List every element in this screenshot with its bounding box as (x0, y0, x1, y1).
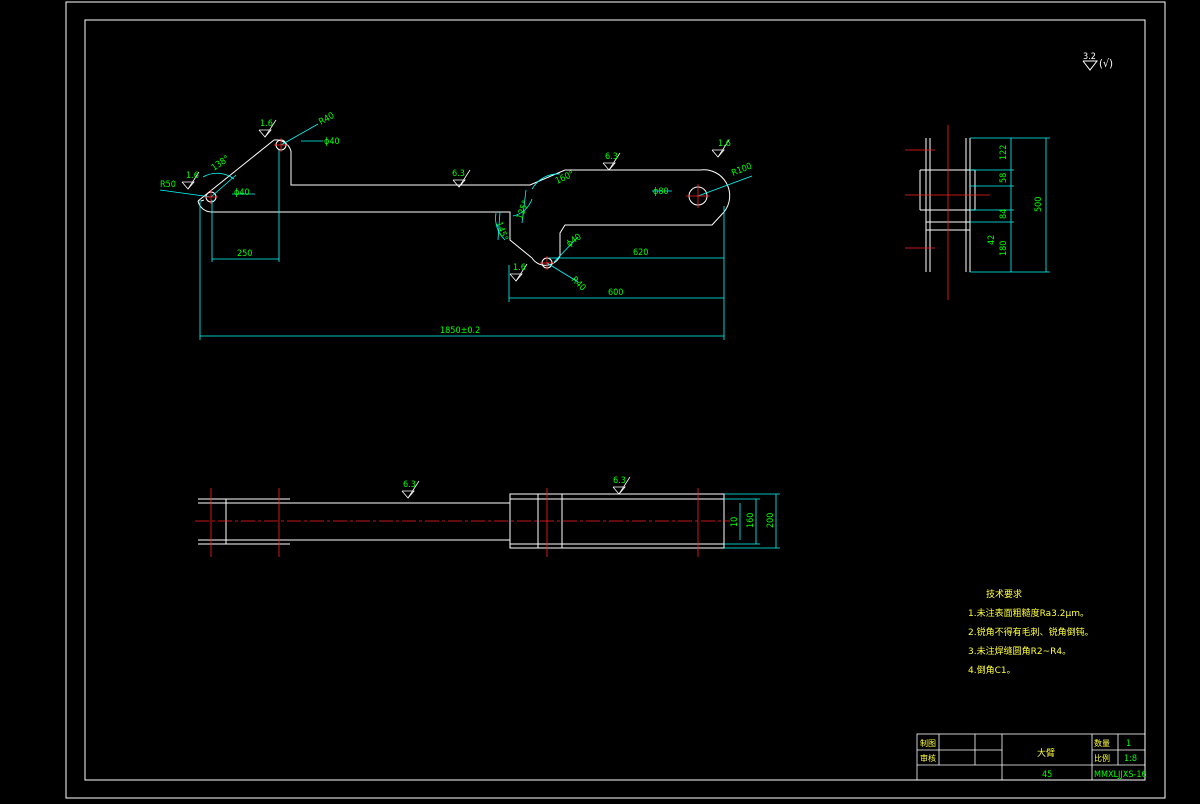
side-labels: 122 58 84 42 180 500 (987, 145, 1044, 256)
dimension-label: 160 (746, 513, 756, 528)
roughness-label: 1.6 (718, 139, 731, 149)
roughness-label: 6.3 (613, 476, 626, 486)
roughness-label: 1.6 (186, 171, 199, 181)
side-centerlines (905, 125, 990, 300)
dimension-label: 10 (730, 517, 740, 527)
note-item: 4.倒角C1。 (968, 666, 1016, 676)
radius-label: R40 (318, 111, 337, 128)
front-outline (197, 139, 725, 259)
scale-value: 1:8 (1124, 754, 1137, 764)
front-centerlines (204, 138, 710, 270)
title-block: 制图 审核 数量 比例 大臂 1 1:8 45 MMXLJJXS-16 (916, 733, 1147, 781)
side-dimension-lines (970, 137, 1050, 273)
dimension-label: 1850±0.2 (440, 326, 480, 336)
drawing-number: MMXLJJXS-16 (1094, 770, 1147, 780)
angle-label: 160° (554, 169, 576, 186)
dimension-label: 250 (237, 249, 252, 259)
part-name: 大臂 (1037, 747, 1055, 759)
roughness-label: 6.3 (452, 169, 465, 179)
diameter-label: ϕ80 (653, 187, 669, 197)
qty-value: 1 (1126, 739, 1131, 749)
svg-text:3.2: 3.2 (1083, 52, 1096, 62)
dimension-label: 122 (999, 145, 1009, 160)
note-item: 3.未注焊缝圆角R2~R4。 (968, 647, 1072, 657)
top-centerlines (195, 488, 730, 557)
side-outline (919, 138, 976, 272)
dimension-label: 84 (999, 209, 1009, 219)
dimension-label: 200 (766, 513, 776, 528)
front-dimension-lines (159, 123, 753, 340)
qty-label: 数量 (1094, 738, 1110, 748)
top-view: 6.3 6.3 10 160 200 (195, 476, 780, 557)
dimension-label: 180 (999, 241, 1009, 256)
inner-border (84, 19, 1146, 781)
radius-label: R50 (160, 180, 176, 190)
top-labels: 6.3 6.3 10 160 200 (403, 476, 776, 528)
diameter-label: ϕ40 (324, 137, 340, 147)
material-value: 45 (1042, 770, 1052, 780)
radius-label: R100 (730, 162, 753, 179)
top-dimension-lines (724, 493, 780, 549)
note-item: 1.未注表面粗糙度Ra3.2μm。 (968, 609, 1089, 619)
notes-title: 技术要求 (986, 590, 1023, 600)
dimension-label: 620 (633, 248, 648, 258)
diameter-label: ϕ40 (234, 188, 250, 198)
front-view: 1.6 1.6 6.3 6.3 1.6 1.6 138° 160° 125° 1… (159, 111, 754, 340)
outer-border (65, 1, 1166, 799)
dimension-label: 58 (999, 173, 1009, 183)
scale-label: 比例 (1094, 753, 1110, 763)
note-item: 2.锐角不得有毛刺、锐角倒钝。 (968, 628, 1094, 638)
dimension-label: 500 (1034, 197, 1044, 212)
drawn-label: 制图 (920, 738, 936, 748)
roughness-label: 6.3 (605, 152, 618, 162)
angle-label: 145° (493, 221, 509, 243)
roughness-label: 6.3 (403, 480, 416, 490)
dimension-label: 600 (608, 288, 623, 298)
front-labels: 1.6 1.6 6.3 6.3 1.6 1.6 138° 160° 125° 1… (160, 111, 754, 336)
angle-label: 125° (515, 199, 531, 221)
roughness-label: 1.6 (513, 263, 526, 273)
side-view: 122 58 84 42 180 500 (905, 125, 1050, 300)
top-roughness-symbols (401, 476, 631, 499)
diameter-label: ϕ40 (565, 232, 584, 249)
check-label: 审核 (920, 753, 936, 763)
corner-roughness: 3.2 (√) (1082, 52, 1113, 71)
front-roughness-symbols (181, 119, 730, 282)
technical-notes: 技术要求 1.未注表面粗糙度Ra3.2μm。 2.锐角不得有毛刺、锐角倒钝。 3… (968, 586, 1094, 681)
angle-label: 138° (210, 154, 232, 173)
dimension-label: 42 (987, 235, 997, 245)
svg-text:(√): (√) (1099, 57, 1113, 70)
roughness-label: 1.6 (260, 119, 273, 129)
